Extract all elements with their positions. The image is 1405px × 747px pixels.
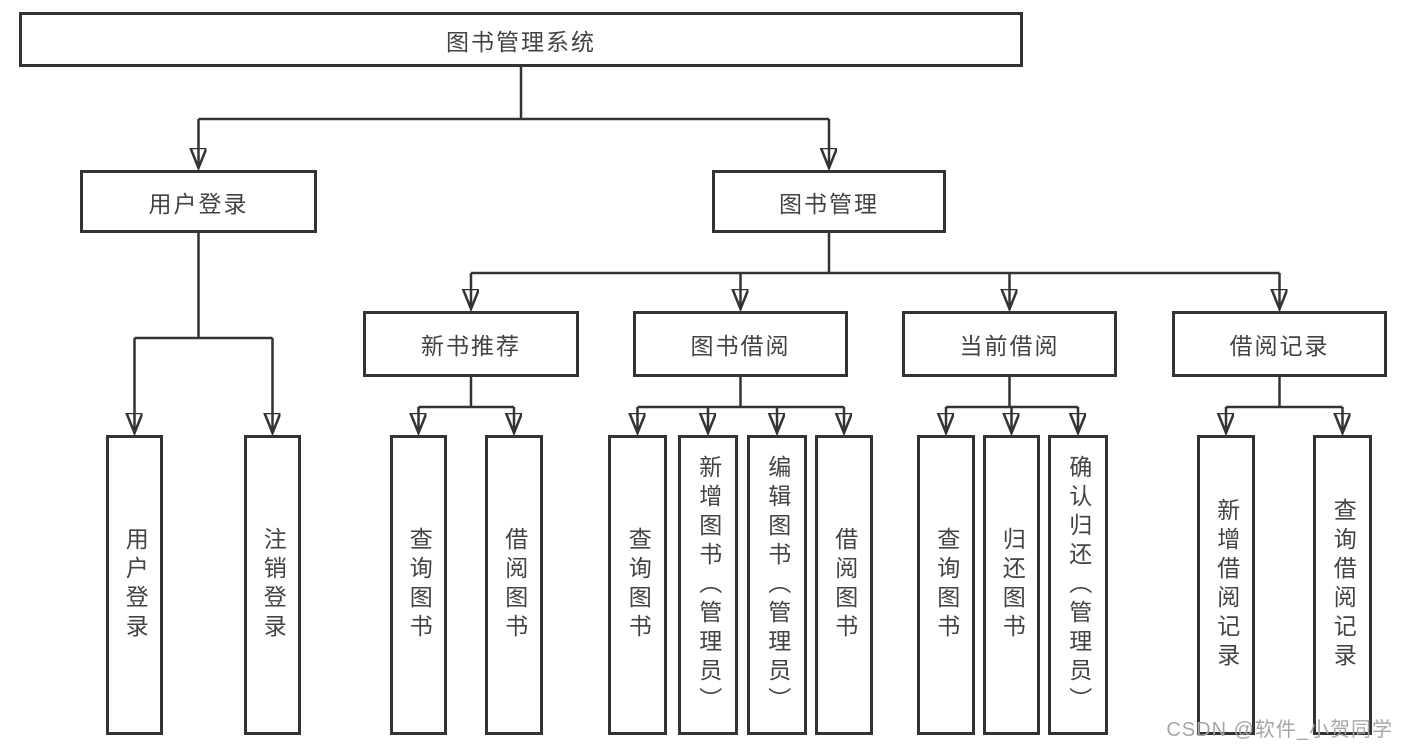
node-leaf-return-book-label: 归还图书 bbox=[999, 527, 1026, 643]
node-leaf-edit-book: 编辑图书（管理员） bbox=[747, 435, 807, 735]
node-leaf-add-book: 新增图书（管理员） bbox=[678, 435, 738, 735]
node-leaf-query-record-label: 查询借阅记录 bbox=[1330, 498, 1357, 672]
node-root-label: 图书管理系统 bbox=[446, 28, 596, 55]
branch-borrow-record bbox=[1226, 377, 1343, 433]
node-user-login-label: 用户登录 bbox=[148, 190, 249, 217]
node-book-mgmt-label: 图书管理 bbox=[779, 190, 879, 217]
node-book-mgmt: 图书管理 bbox=[712, 170, 946, 233]
node-leaf-borrow-book-a: 借阅图书 bbox=[485, 435, 543, 735]
node-new-book-rec-label: 新书推荐 bbox=[421, 333, 521, 359]
branch-root bbox=[199, 67, 830, 168]
node-new-book-rec: 新书推荐 bbox=[363, 311, 579, 377]
node-leaf-query-book-b-label: 查询图书 bbox=[625, 527, 652, 643]
node-leaf-add-record-label: 新增借阅记录 bbox=[1213, 498, 1240, 672]
node-leaf-borrow-book-b: 借阅图书 bbox=[815, 435, 873, 735]
node-current-borrow-label: 当前借阅 bbox=[959, 333, 1060, 359]
branch-book-borrow bbox=[638, 377, 845, 433]
node-leaf-add-book-label: 新增图书（管理员） bbox=[695, 454, 722, 716]
node-leaf-query-book-a-label: 查询图书 bbox=[406, 527, 433, 643]
node-leaf-query-book-c: 查询图书 bbox=[917, 435, 975, 735]
node-borrow-record-label: 借阅记录 bbox=[1229, 333, 1330, 359]
node-leaf-logout-label: 注销登录 bbox=[260, 527, 287, 643]
branch-book-mgmt bbox=[471, 233, 1280, 309]
node-leaf-add-record: 新增借阅记录 bbox=[1197, 435, 1255, 735]
node-leaf-edit-book-label: 编辑图书（管理员） bbox=[764, 454, 791, 716]
node-leaf-logout: 注销登录 bbox=[244, 435, 301, 735]
node-leaf-query-book-b: 查询图书 bbox=[608, 435, 667, 735]
csdn-watermark: CSDN @软件_小贺同学 bbox=[1166, 719, 1393, 741]
branch-user-login bbox=[135, 233, 273, 433]
node-leaf-confirm-return-label: 确认归还（管理员） bbox=[1065, 454, 1092, 716]
node-leaf-borrow-book-a-label: 借阅图书 bbox=[501, 527, 528, 643]
node-leaf-query-book-c-label: 查询图书 bbox=[933, 527, 960, 643]
node-book-borrow: 图书借阅 bbox=[633, 311, 848, 377]
branch-current-borrow bbox=[946, 377, 1078, 433]
node-leaf-return-book: 归还图书 bbox=[983, 435, 1040, 735]
node-leaf-query-book-a: 查询图书 bbox=[390, 435, 447, 735]
node-leaf-query-record: 查询借阅记录 bbox=[1313, 435, 1372, 735]
node-leaf-user-login-label: 用户登录 bbox=[122, 527, 149, 643]
node-book-borrow-label: 图书借阅 bbox=[690, 333, 791, 359]
node-root: 图书管理系统 bbox=[19, 12, 1023, 67]
branch-new-book-rec bbox=[419, 377, 515, 433]
node-current-borrow: 当前借阅 bbox=[902, 311, 1117, 377]
node-leaf-borrow-book-b-label: 借阅图书 bbox=[831, 527, 858, 643]
node-borrow-record: 借阅记录 bbox=[1172, 311, 1387, 377]
node-leaf-user-login: 用户登录 bbox=[106, 435, 163, 735]
node-user-login: 用户登录 bbox=[80, 170, 317, 233]
node-leaf-confirm-return: 确认归还（管理员） bbox=[1048, 435, 1108, 735]
